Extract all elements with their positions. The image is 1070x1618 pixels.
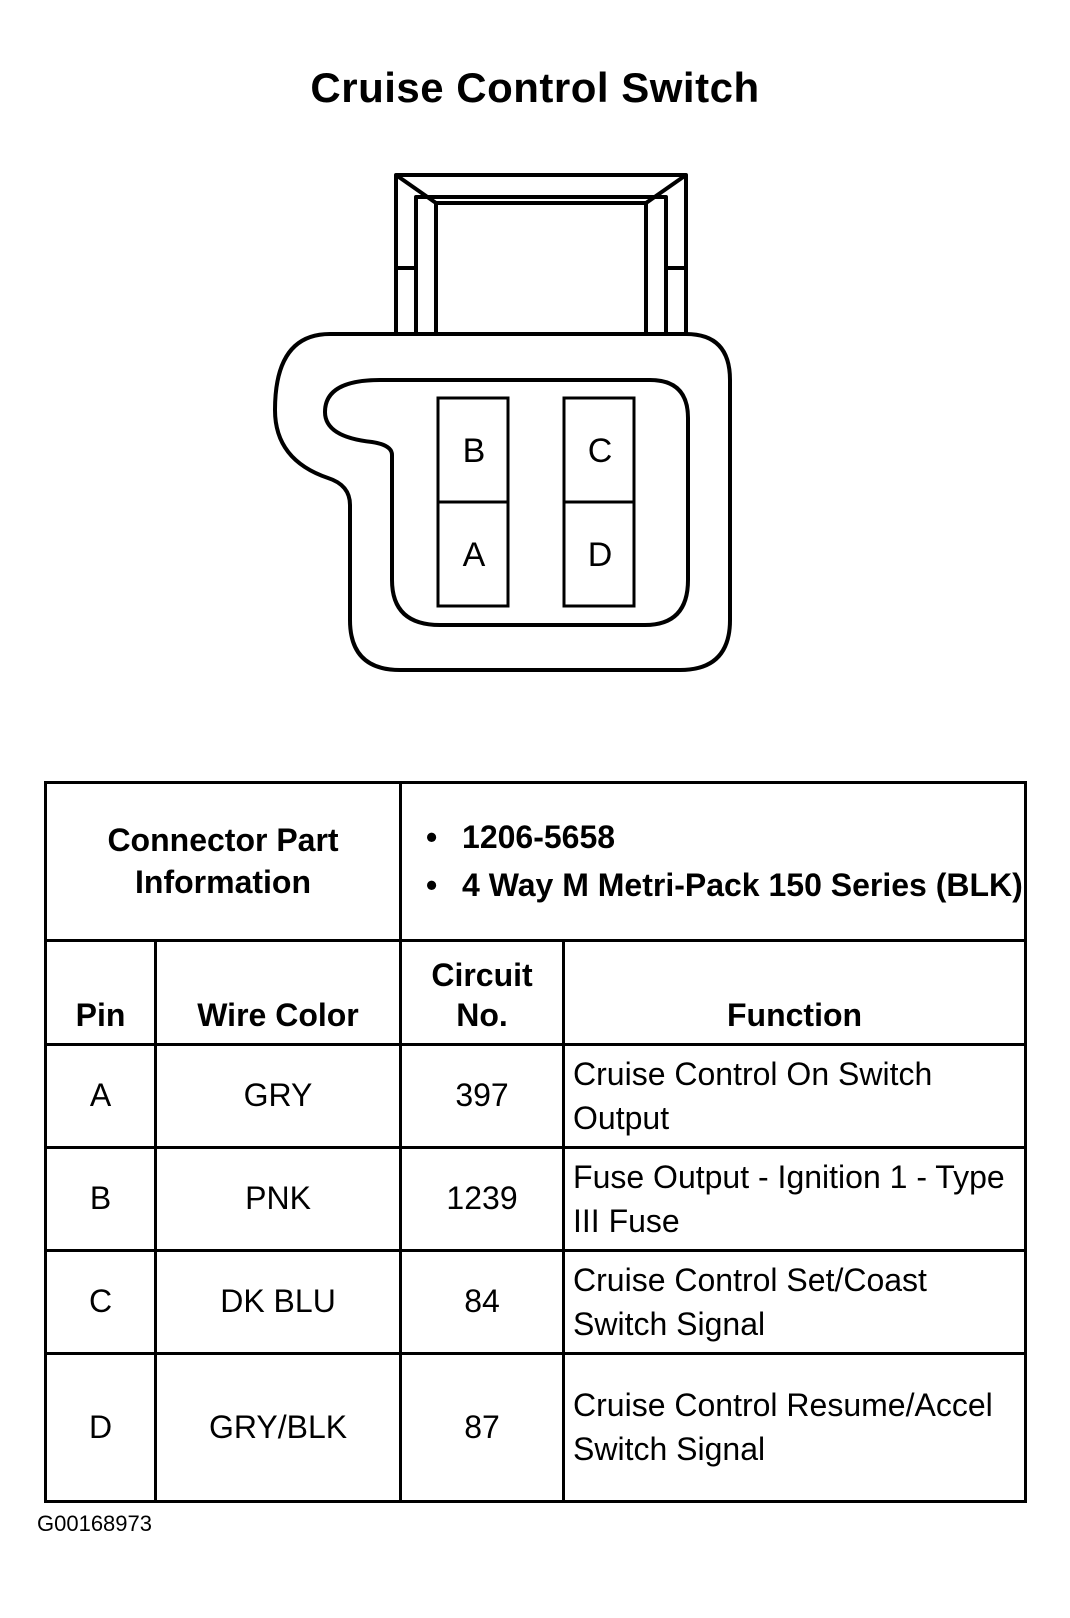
- table-header-row: Pin Wire Color Circuit No. Function: [44, 938, 1028, 1046]
- circuit-no-cell: 84: [399, 1248, 566, 1355]
- connector-cavity: [323, 378, 690, 627]
- pin-label-a: A: [463, 536, 486, 574]
- pin-cell: D: [44, 1351, 157, 1504]
- header-circuit-no: Circuit No.: [399, 938, 566, 1046]
- function-cell: Fuse Output - Ignition 1 - Type III Fuse: [562, 1145, 1028, 1252]
- pin-cell: A: [44, 1042, 157, 1149]
- connector-part-description: 4 Way M Metri-Pack 150 Series (BLK): [426, 863, 1024, 907]
- pin-block-d: [562, 500, 636, 608]
- connector-latch: [394, 173, 688, 334]
- header-function: Function: [562, 938, 1028, 1046]
- page-title: Cruise Control Switch: [310, 64, 760, 111]
- connector-part-info: 1206-5658 4 Way M Metri-Pack 150 Series …: [399, 781, 1028, 942]
- table-row: B PNK 1239 Fuse Output - Ignition 1 - Ty…: [44, 1145, 1028, 1252]
- wire-color-cell: GRY/BLK: [153, 1351, 403, 1504]
- function-cell: Cruise Control Resume/Accel Switch Signa…: [562, 1351, 1028, 1504]
- table-row: D GRY/BLK 87 Cruise Control Resume/Accel…: [44, 1351, 1028, 1504]
- circuit-no-cell: 397: [399, 1042, 566, 1149]
- wire-color-cell: DK BLU: [153, 1248, 403, 1355]
- circuit-no-cell: 87: [399, 1351, 566, 1504]
- wire-color-cell: PNK: [153, 1145, 403, 1252]
- connector-part-label: Connector Part Information: [43, 781, 403, 942]
- wire-color-cell: GRY: [153, 1042, 403, 1149]
- table-row: C DK BLU 84 Cruise Control Set/Coast Swi…: [44, 1248, 1028, 1355]
- function-cell: Cruise Control Set/Coast Switch Signal: [562, 1248, 1028, 1355]
- pin-label-c: C: [588, 432, 613, 470]
- pin-label-d: D: [588, 536, 613, 574]
- pin-block-a: [436, 500, 510, 608]
- pin-cell: B: [44, 1145, 157, 1252]
- figure-code: G00168973: [37, 1511, 152, 1536]
- pin-cell: C: [44, 1248, 157, 1355]
- connector-part-number: 1206-5658: [426, 815, 1024, 859]
- table-row: A GRY 397 Cruise Control On Switch Outpu…: [44, 1042, 1028, 1149]
- connector-diagram: B C A D: [273, 173, 732, 672]
- pin-label-b: B: [463, 432, 486, 470]
- connector-housing: [273, 332, 732, 672]
- function-cell: Cruise Control On Switch Output: [562, 1042, 1028, 1149]
- header-pin: Pin: [44, 938, 157, 1046]
- circuit-no-cell: 1239: [399, 1145, 566, 1252]
- header-wire-color: Wire Color: [153, 938, 403, 1046]
- connector-pinout-table: Connector Part Information 1206-5658 4 W…: [43, 781, 1028, 1504]
- connector-part-row: Connector Part Information 1206-5658 4 W…: [43, 781, 1028, 942]
